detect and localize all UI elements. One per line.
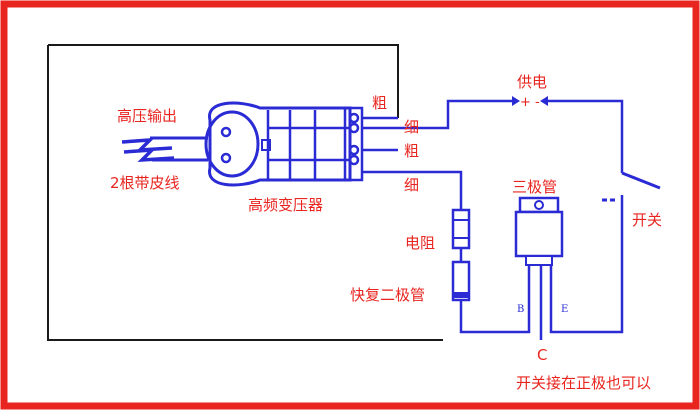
polarity-label: + - [520,95,540,110]
hv-output-label: 高压输出 [117,107,177,125]
wire-desc-label: 2根带皮线 [110,174,180,192]
wire-minus-switch [548,99,624,173]
switch-icon [602,171,661,208]
blue-wiring [362,99,624,340]
top-wire [48,44,399,118]
transistor-label: 三极管 [512,178,557,196]
left-bottom-wire [47,45,443,341]
diode-label: 快复二极管 [350,286,425,304]
power-supply-label: 供电 [517,73,547,91]
wire-to-plus [362,99,512,130]
hv-arc-icon [121,137,175,163]
transistor-icon [514,196,564,266]
thin-wire-label-1: 细 [404,118,419,136]
thin-wire-label-2: 细 [404,176,419,194]
resistor-icon [451,208,471,250]
note-label: 开关接在正极也可以 [516,374,651,392]
power-supply-icon [512,96,548,106]
thick-wire-label-2: 粗 [404,142,419,160]
pin-b-label: B [517,304,524,315]
diode-icon [451,260,471,302]
wire-to-resistor [362,170,463,210]
wire-diode-base [459,265,531,334]
wire-switch-emitter [549,208,624,334]
hv-output-wires [150,136,208,162]
black-wiring [47,44,443,341]
switch-label: 开关 [632,211,662,229]
transformer-icon [204,101,364,187]
transformer-label: 高频变压器 [248,196,323,214]
thick-wire-label-1: 粗 [372,94,387,112]
pin-e-label: E [561,304,568,315]
pin-c-label: C [537,346,547,364]
resistor-label: 电阻 [405,234,435,252]
